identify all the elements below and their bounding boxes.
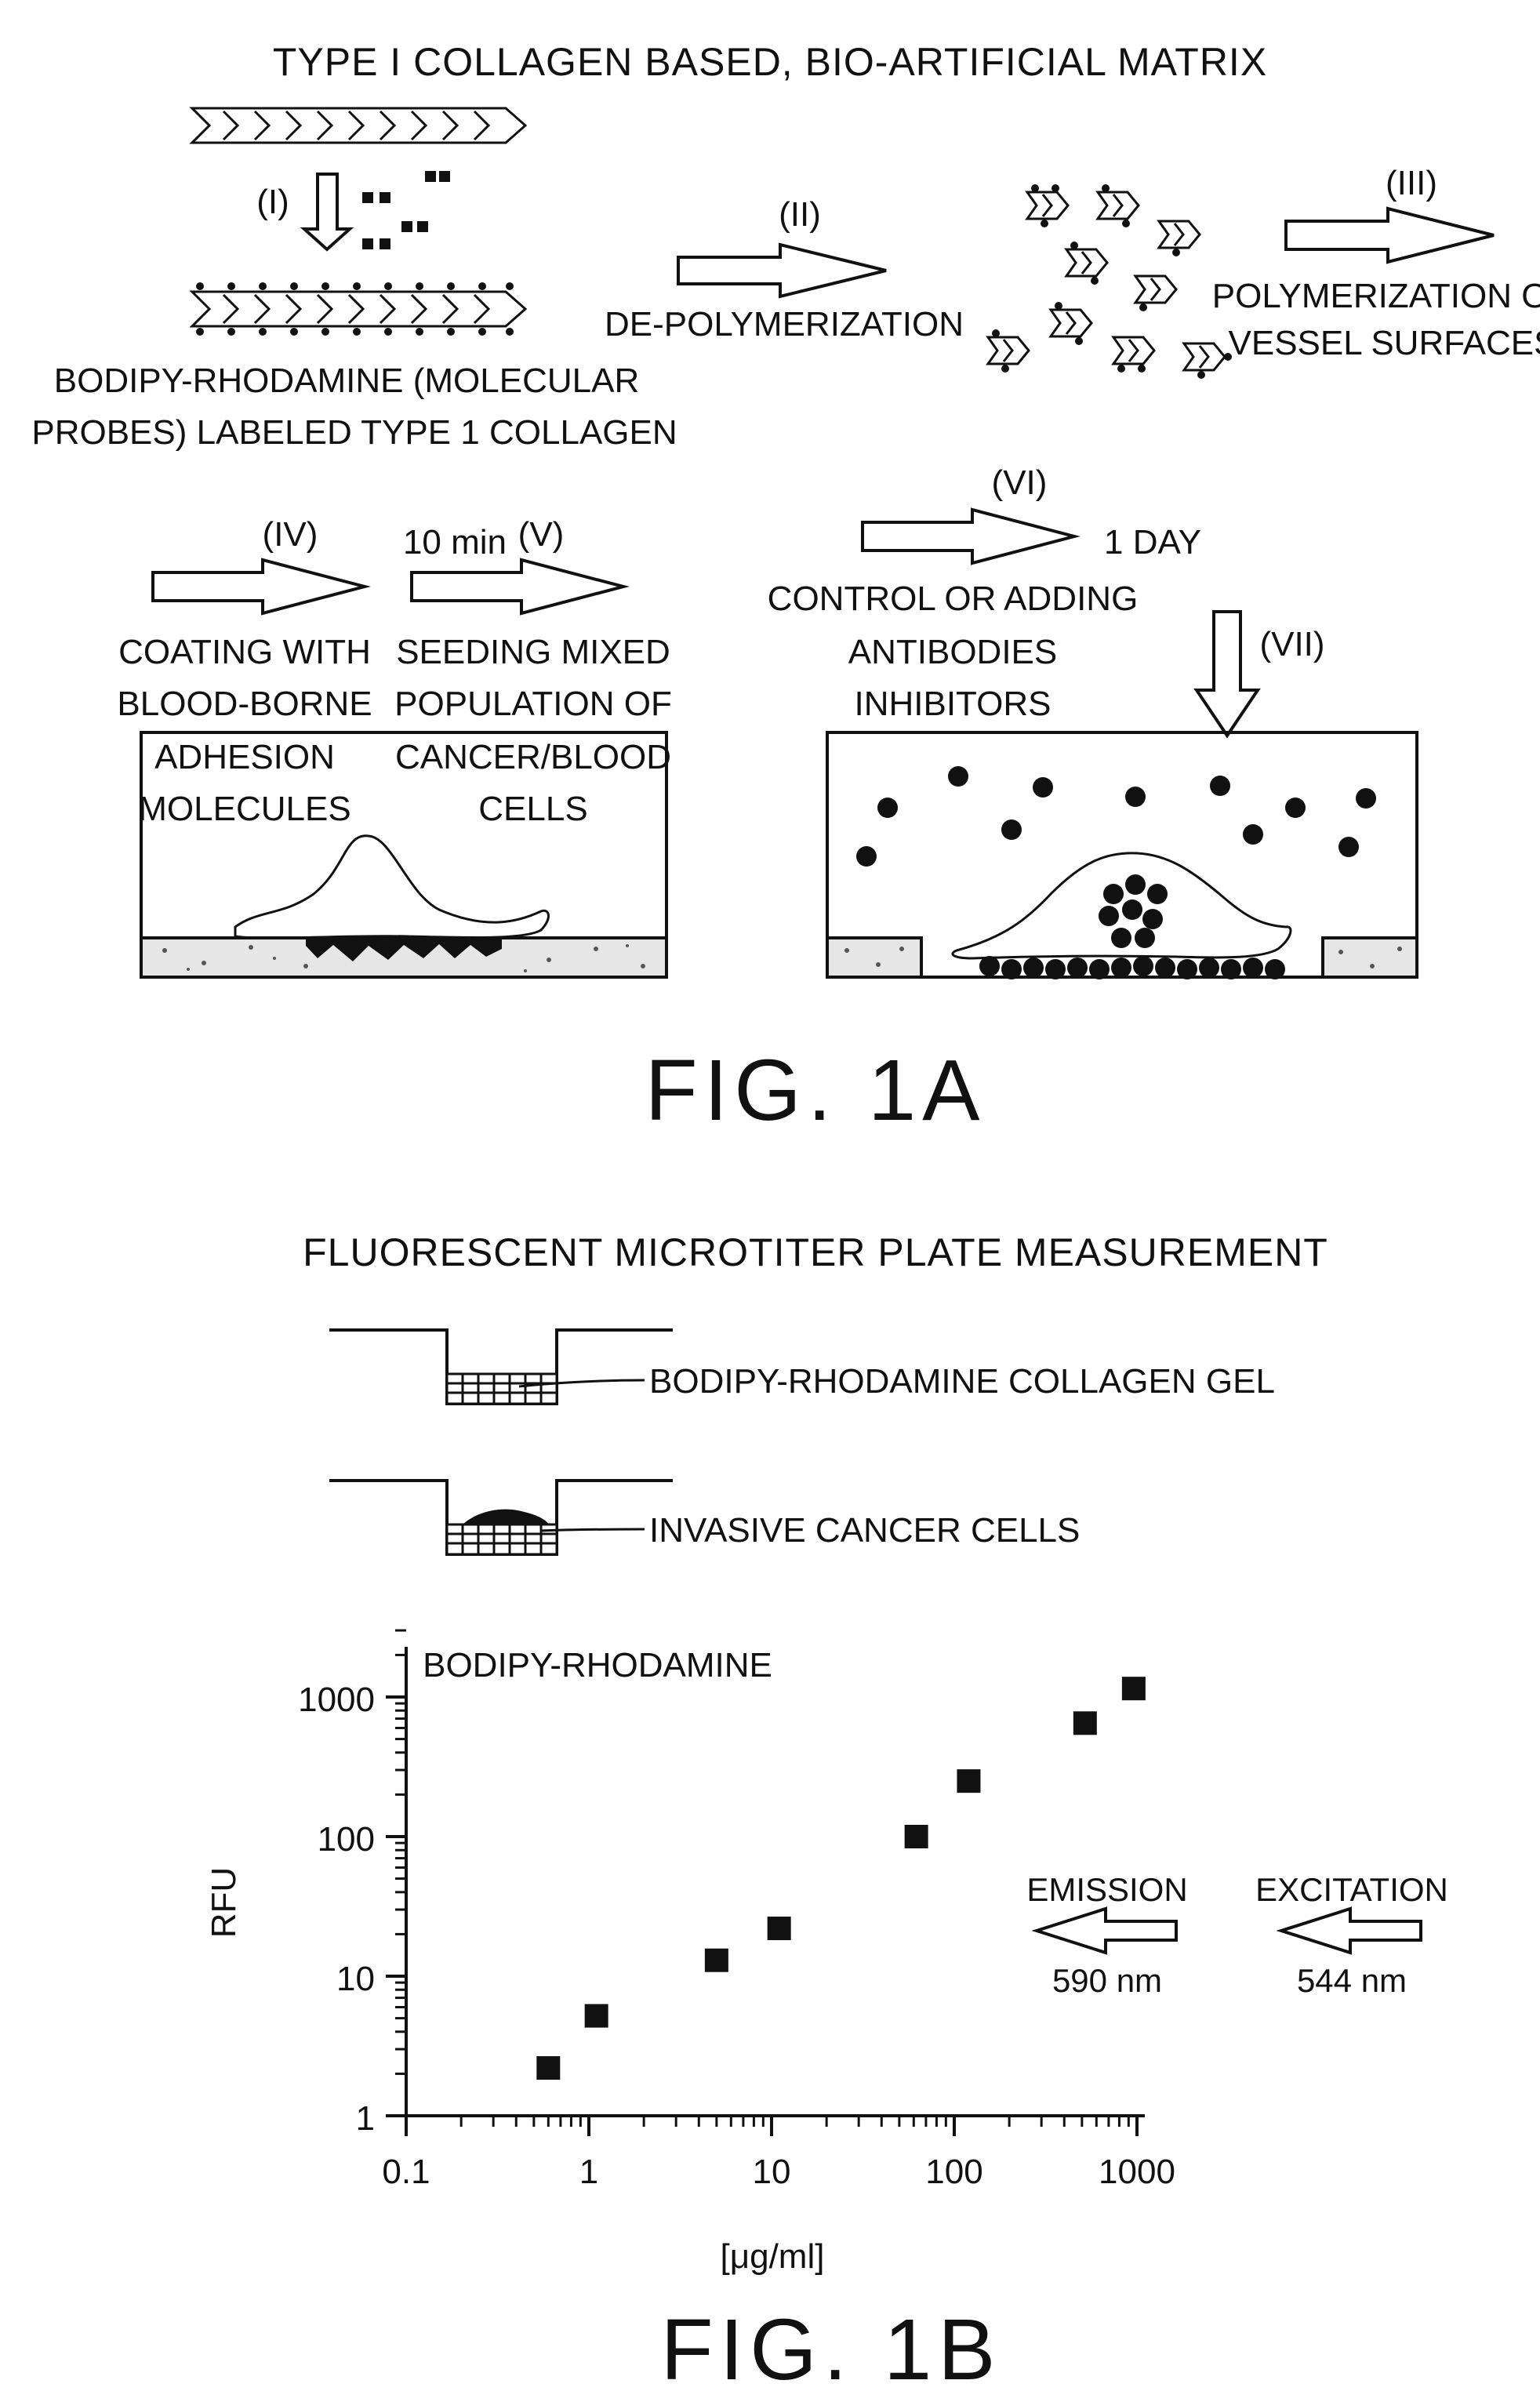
collagen-fiber-labeled: [192, 282, 525, 336]
down-arrow-i: [304, 174, 350, 249]
y-tick-label: 100: [318, 1820, 375, 1859]
microtiter-well-gel: [329, 1330, 673, 1404]
y-tick-label: 1: [356, 2099, 375, 2138]
time-1day-label: 1 DAY: [1104, 523, 1201, 561]
step-iv-label: (IV): [263, 515, 318, 554]
depolymerization-label: DE-POLYMERIZATION: [605, 305, 964, 343]
right-arrow-iv: [153, 560, 365, 613]
data-point: [585, 2004, 608, 2028]
fig1b-label: FIG. 1B: [661, 2302, 1002, 2398]
polymerization-line2: VESSEL SURFACES: [1229, 324, 1540, 362]
step-ii-label: (II): [779, 195, 821, 234]
excitation-label: EXCITATION: [1255, 1871, 1448, 1908]
data-point: [768, 1917, 791, 1940]
coating-line4: MOLECULES: [138, 790, 350, 828]
emission-wavelength: 590 nm: [1052, 1962, 1162, 1999]
polymerization-line1: POLYMERIZATION ON: [1212, 277, 1540, 315]
seeding-line1: SEEDING MIXED: [396, 633, 670, 671]
x-tick-label: 1: [579, 2153, 598, 2191]
right-arrow-vi: [863, 510, 1074, 563]
probe-label-line1: BODIPY-RHODAMINE (MOLECULAR: [54, 362, 640, 400]
x-tick-label: 100: [925, 2153, 982, 2191]
excitation-arrow: [1281, 1909, 1421, 1953]
collagen-fragments: [988, 184, 1232, 379]
x-tick-label: 10: [753, 2153, 791, 2191]
fig1b-title: FLUORESCENT MICROTITER PLATE MEASUREMENT: [303, 1230, 1328, 1274]
axis-ticks: 0.111010010001101001000: [298, 1630, 1175, 2191]
step-vii-label: (VII): [1259, 625, 1324, 663]
vessel-box-right: [827, 732, 1417, 979]
emission-arrow: [1037, 1909, 1176, 1953]
seeding-line4: CELLS: [478, 790, 587, 828]
down-arrow-vii: [1197, 612, 1258, 736]
seeding-line3: CANCER/BLOOD: [395, 738, 671, 776]
blood-cells: [856, 766, 1376, 867]
data-point: [536, 2056, 560, 2080]
control-line2: ANTIBODIES: [848, 633, 1058, 671]
fig1a-title: TYPE I COLLAGEN BASED, BIO-ARTIFICIAL MA…: [273, 40, 1267, 84]
control-line1: CONTROL OR ADDING: [768, 580, 1139, 618]
fig1a-label: FIG. 1A: [645, 1042, 986, 1139]
right-arrow-ii: [678, 245, 886, 296]
excitation-wavelength: 544 nm: [1297, 1962, 1407, 1999]
y-tick-label: 1000: [298, 1681, 375, 1719]
emission-label: EMISSION: [1026, 1871, 1187, 1908]
step-iii-label: (III): [1386, 164, 1437, 202]
y-axis-label: RFU: [205, 1867, 243, 1938]
step-vi-label: (VI): [992, 463, 1048, 502]
step-v-label: (V): [518, 515, 565, 554]
rfu-chart: BODIPY-RHODAMINE 0.111010010001101001000…: [205, 1630, 1175, 2276]
right-arrow-v: [412, 560, 623, 613]
x-tick-label: 0.1: [382, 2153, 430, 2191]
seeding-line2: POPULATION OF: [394, 685, 672, 723]
x-tick-label: 1000: [1099, 2153, 1175, 2191]
data-point: [957, 1769, 980, 1793]
y-tick-label: 10: [336, 1960, 375, 1998]
data-point: [705, 1949, 728, 1972]
cancer-cell-cluster: [1099, 874, 1168, 948]
microtiter-well-cells: [329, 1481, 673, 1554]
x-axis-label: [μg/ml]: [721, 2237, 825, 2276]
probe-label-line2: PROBES) LABELED TYPE 1 COLLAGEN: [31, 413, 677, 452]
step-i-label: (I): [256, 183, 289, 221]
collagen-fiber-unlabeled: [192, 108, 525, 143]
probe-molecules: [362, 171, 450, 249]
well2-label: INVASIVE CANCER CELLS: [649, 1511, 1080, 1550]
chart-title: BODIPY-RHODAMINE: [423, 1646, 772, 1684]
cancer-cell-left: [235, 836, 548, 939]
time-10min-label: 10 min: [403, 523, 507, 561]
data-point: [1073, 1711, 1097, 1735]
right-arrow-iii: [1286, 209, 1494, 262]
coating-line3: ADHESION: [154, 738, 335, 776]
data-point: [1122, 1677, 1146, 1700]
coating-line2: BLOOD-BORNE: [117, 685, 372, 723]
control-line3: INHIBITORS: [854, 685, 1051, 723]
data-point: [905, 1825, 928, 1848]
well1-label: BODIPY-RHODAMINE COLLAGEN GEL: [649, 1362, 1275, 1401]
coating-line1: COATING WITH: [118, 633, 371, 671]
